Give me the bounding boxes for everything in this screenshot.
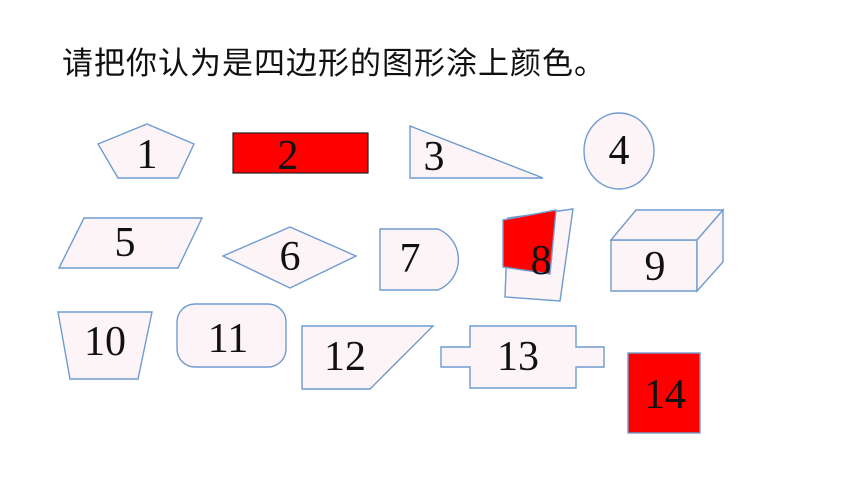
shape-4-label: 4 [609, 128, 630, 174]
shape-11-label: 11 [208, 316, 248, 362]
shape-5-parallelogram[interactable]: 5 [57, 217, 204, 269]
shape-3-label: 3 [424, 134, 445, 180]
shape-3-triangle[interactable]: 3 [409, 124, 544, 180]
shape-14-square[interactable]: 14 [627, 352, 701, 434]
shape-10-trapezoid[interactable]: 10 [57, 311, 153, 380]
shape-2-body [232, 132, 369, 174]
shape-12-label: 12 [324, 334, 366, 380]
shape-1-label: 1 [137, 132, 158, 178]
shape-9-cuboid[interactable]: 9 [609, 208, 725, 293]
instruction-text: 请把你认为是四边形的图形涂上颜色。 [62, 46, 606, 82]
shape-2-rectangle[interactable]: 2 [232, 132, 369, 179]
shape-8-red-quad [502, 209, 557, 275]
shape-10-label: 10 [84, 319, 126, 365]
shape-14-body [627, 352, 701, 434]
shape-7-label: 7 [400, 236, 421, 282]
shape-13-label: 13 [497, 334, 539, 380]
shape-8-overlap[interactable]: 8 [502, 208, 574, 302]
shape-6-label: 6 [280, 234, 301, 280]
shape-13-cross[interactable]: 13 [440, 325, 605, 389]
shape-6-rhombus[interactable]: 6 [221, 226, 358, 289]
shape-1-pentagon[interactable]: 1 [96, 123, 195, 179]
shape-2-label: 2 [278, 133, 299, 179]
shape-9-label: 9 [645, 244, 666, 290]
shape-14-label: 14 [644, 372, 686, 418]
shape-8-label: 8 [531, 238, 552, 284]
shape-7-rounded-end[interactable]: 7 [379, 228, 460, 291]
shape-5-label: 5 [115, 220, 136, 266]
shape-11-rounded-rectangle[interactable]: 11 [176, 303, 287, 368]
shape-4-ellipse[interactable]: 4 [583, 112, 655, 190]
shape-12-right-trapezoid[interactable]: 12 [301, 325, 435, 390]
